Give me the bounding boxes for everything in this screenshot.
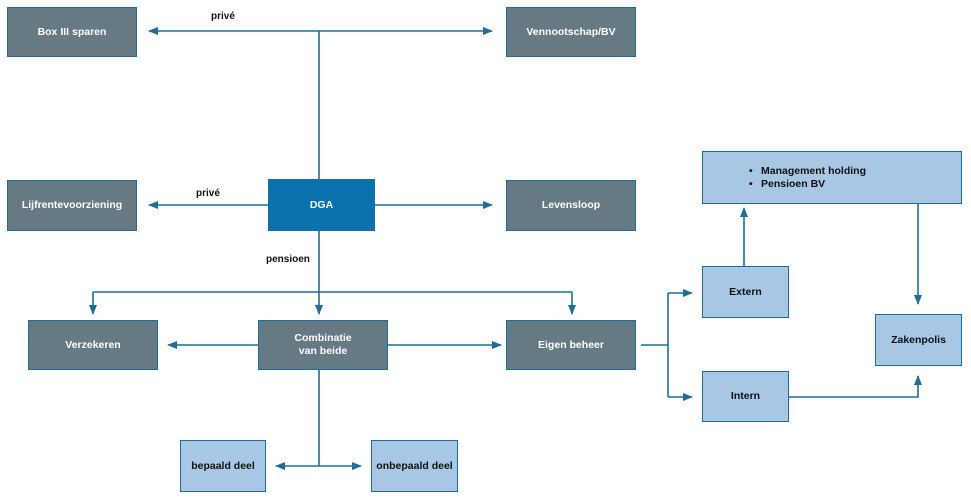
node-label: Eigen beheer	[538, 338, 604, 351]
holding-item: Management holding	[749, 165, 866, 178]
node-verzekeren[interactable]: Verzekeren	[28, 320, 158, 370]
node-label: Verzekeren	[65, 338, 121, 351]
node-label: bepaald deel	[191, 459, 255, 472]
node-label: Intern	[730, 390, 761, 402]
node-label: Vennootschap/BV	[526, 25, 616, 38]
node-label: Lijfrentevoorziening	[21, 199, 123, 211]
node-dga[interactable]: DGA	[268, 179, 375, 231]
node-extern[interactable]: Extern	[702, 266, 789, 318]
node-onbepaald-deel[interactable]: onbepaald deel	[371, 440, 458, 492]
node-lijfrentevoorziening[interactable]: Lijfrentevoorziening	[7, 180, 137, 231]
edge-intern-zakenpolis	[789, 375, 922, 398]
node-zakenpolis[interactable]: Zakenpolis	[875, 314, 962, 366]
node-intern[interactable]: Intern	[702, 371, 789, 422]
node-label: DGA	[309, 198, 334, 211]
node-holding[interactable]: Management holding Pensioen BV	[702, 151, 962, 204]
node-label: onbepaald deel	[376, 459, 453, 472]
holding-list: Management holding Pensioen BV	[749, 165, 866, 191]
node-bepaald-deel[interactable]: bepaald deel	[180, 440, 266, 492]
holding-item: Pensioen BV	[749, 178, 866, 191]
label-prive-top: privé	[211, 11, 235, 22]
node-label: Extern	[729, 285, 762, 298]
node-label: Zakenpolis	[891, 333, 946, 346]
label-pensioen: pensioen	[266, 254, 310, 265]
node-label-line1: Combinatie	[294, 332, 352, 344]
node-label: Box III sparen	[37, 25, 107, 38]
node-label: Combinatie van beide	[294, 332, 351, 358]
node-box3-sparen[interactable]: Box III sparen	[7, 7, 137, 57]
node-label-line2: van beide	[298, 345, 348, 357]
label-prive-mid: privé	[196, 188, 220, 199]
node-vennootschap-bv[interactable]: Vennootschap/BV	[506, 7, 636, 57]
node-label: Levensloop	[541, 199, 601, 211]
node-combinatie[interactable]: Combinatie van beide	[258, 320, 388, 370]
node-eigen-beheer[interactable]: Eigen beheer	[506, 320, 636, 370]
node-levensloop[interactable]: Levensloop	[506, 180, 636, 231]
